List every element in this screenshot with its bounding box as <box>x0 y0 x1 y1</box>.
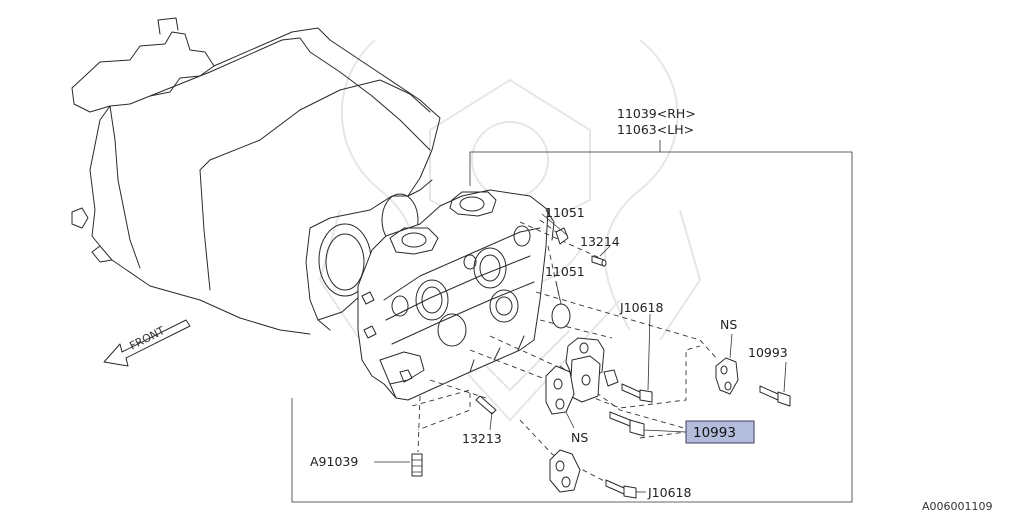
label-ns-lower[interactable]: NS <box>571 430 588 445</box>
cylinder-head <box>357 189 555 401</box>
cam-cap-lower[interactable] <box>549 449 581 493</box>
label-j10618-upper[interactable]: J10618 <box>619 300 663 315</box>
bolt-j10618-upper[interactable] <box>621 313 653 403</box>
cam-bracket-assembly[interactable] <box>545 337 619 415</box>
pin-13213[interactable] <box>475 395 497 431</box>
label-11051-upper[interactable]: 11051 <box>545 205 585 220</box>
plug-11051-upper[interactable] <box>541 213 569 245</box>
front-label: FRONT <box>127 324 167 353</box>
label-10993-highlighted[interactable]: 10993 <box>693 425 736 441</box>
label-ns-upper[interactable]: NS <box>720 317 737 332</box>
label-a91039[interactable]: A91039 <box>310 454 358 469</box>
cam-cap-ns-upper[interactable] <box>715 333 739 395</box>
bolt-j10618-lower[interactable] <box>605 479 646 499</box>
label-j10618-lower[interactable]: J10618 <box>647 485 691 500</box>
bolt-10993-right[interactable] <box>759 361 791 407</box>
label-11039-rh[interactable]: 11039<RH> <box>617 106 696 121</box>
bolt-10993-highlighted[interactable] <box>609 411 687 437</box>
label-10993-right[interactable]: 10993 <box>748 345 788 360</box>
engine-block <box>71 17 441 335</box>
highlight-10993-tag[interactable]: 10993 <box>685 420 755 444</box>
pin-13214[interactable] <box>591 245 611 267</box>
label-13214[interactable]: 13214 <box>580 234 620 249</box>
front-arrow: FRONT <box>103 319 191 367</box>
diagram-id: A006001109 <box>922 500 993 512</box>
leader-ns-lower <box>565 411 575 429</box>
assembly-lines <box>411 219 719 485</box>
label-11051-lower[interactable]: 11051 <box>545 264 585 279</box>
head-callout-bracket <box>291 140 853 503</box>
label-11063-lh[interactable]: 11063<LH> <box>617 122 694 137</box>
plug-11051-lower[interactable] <box>551 281 571 329</box>
label-13213[interactable]: 13213 <box>462 431 502 446</box>
stud-a91039[interactable] <box>374 453 423 477</box>
